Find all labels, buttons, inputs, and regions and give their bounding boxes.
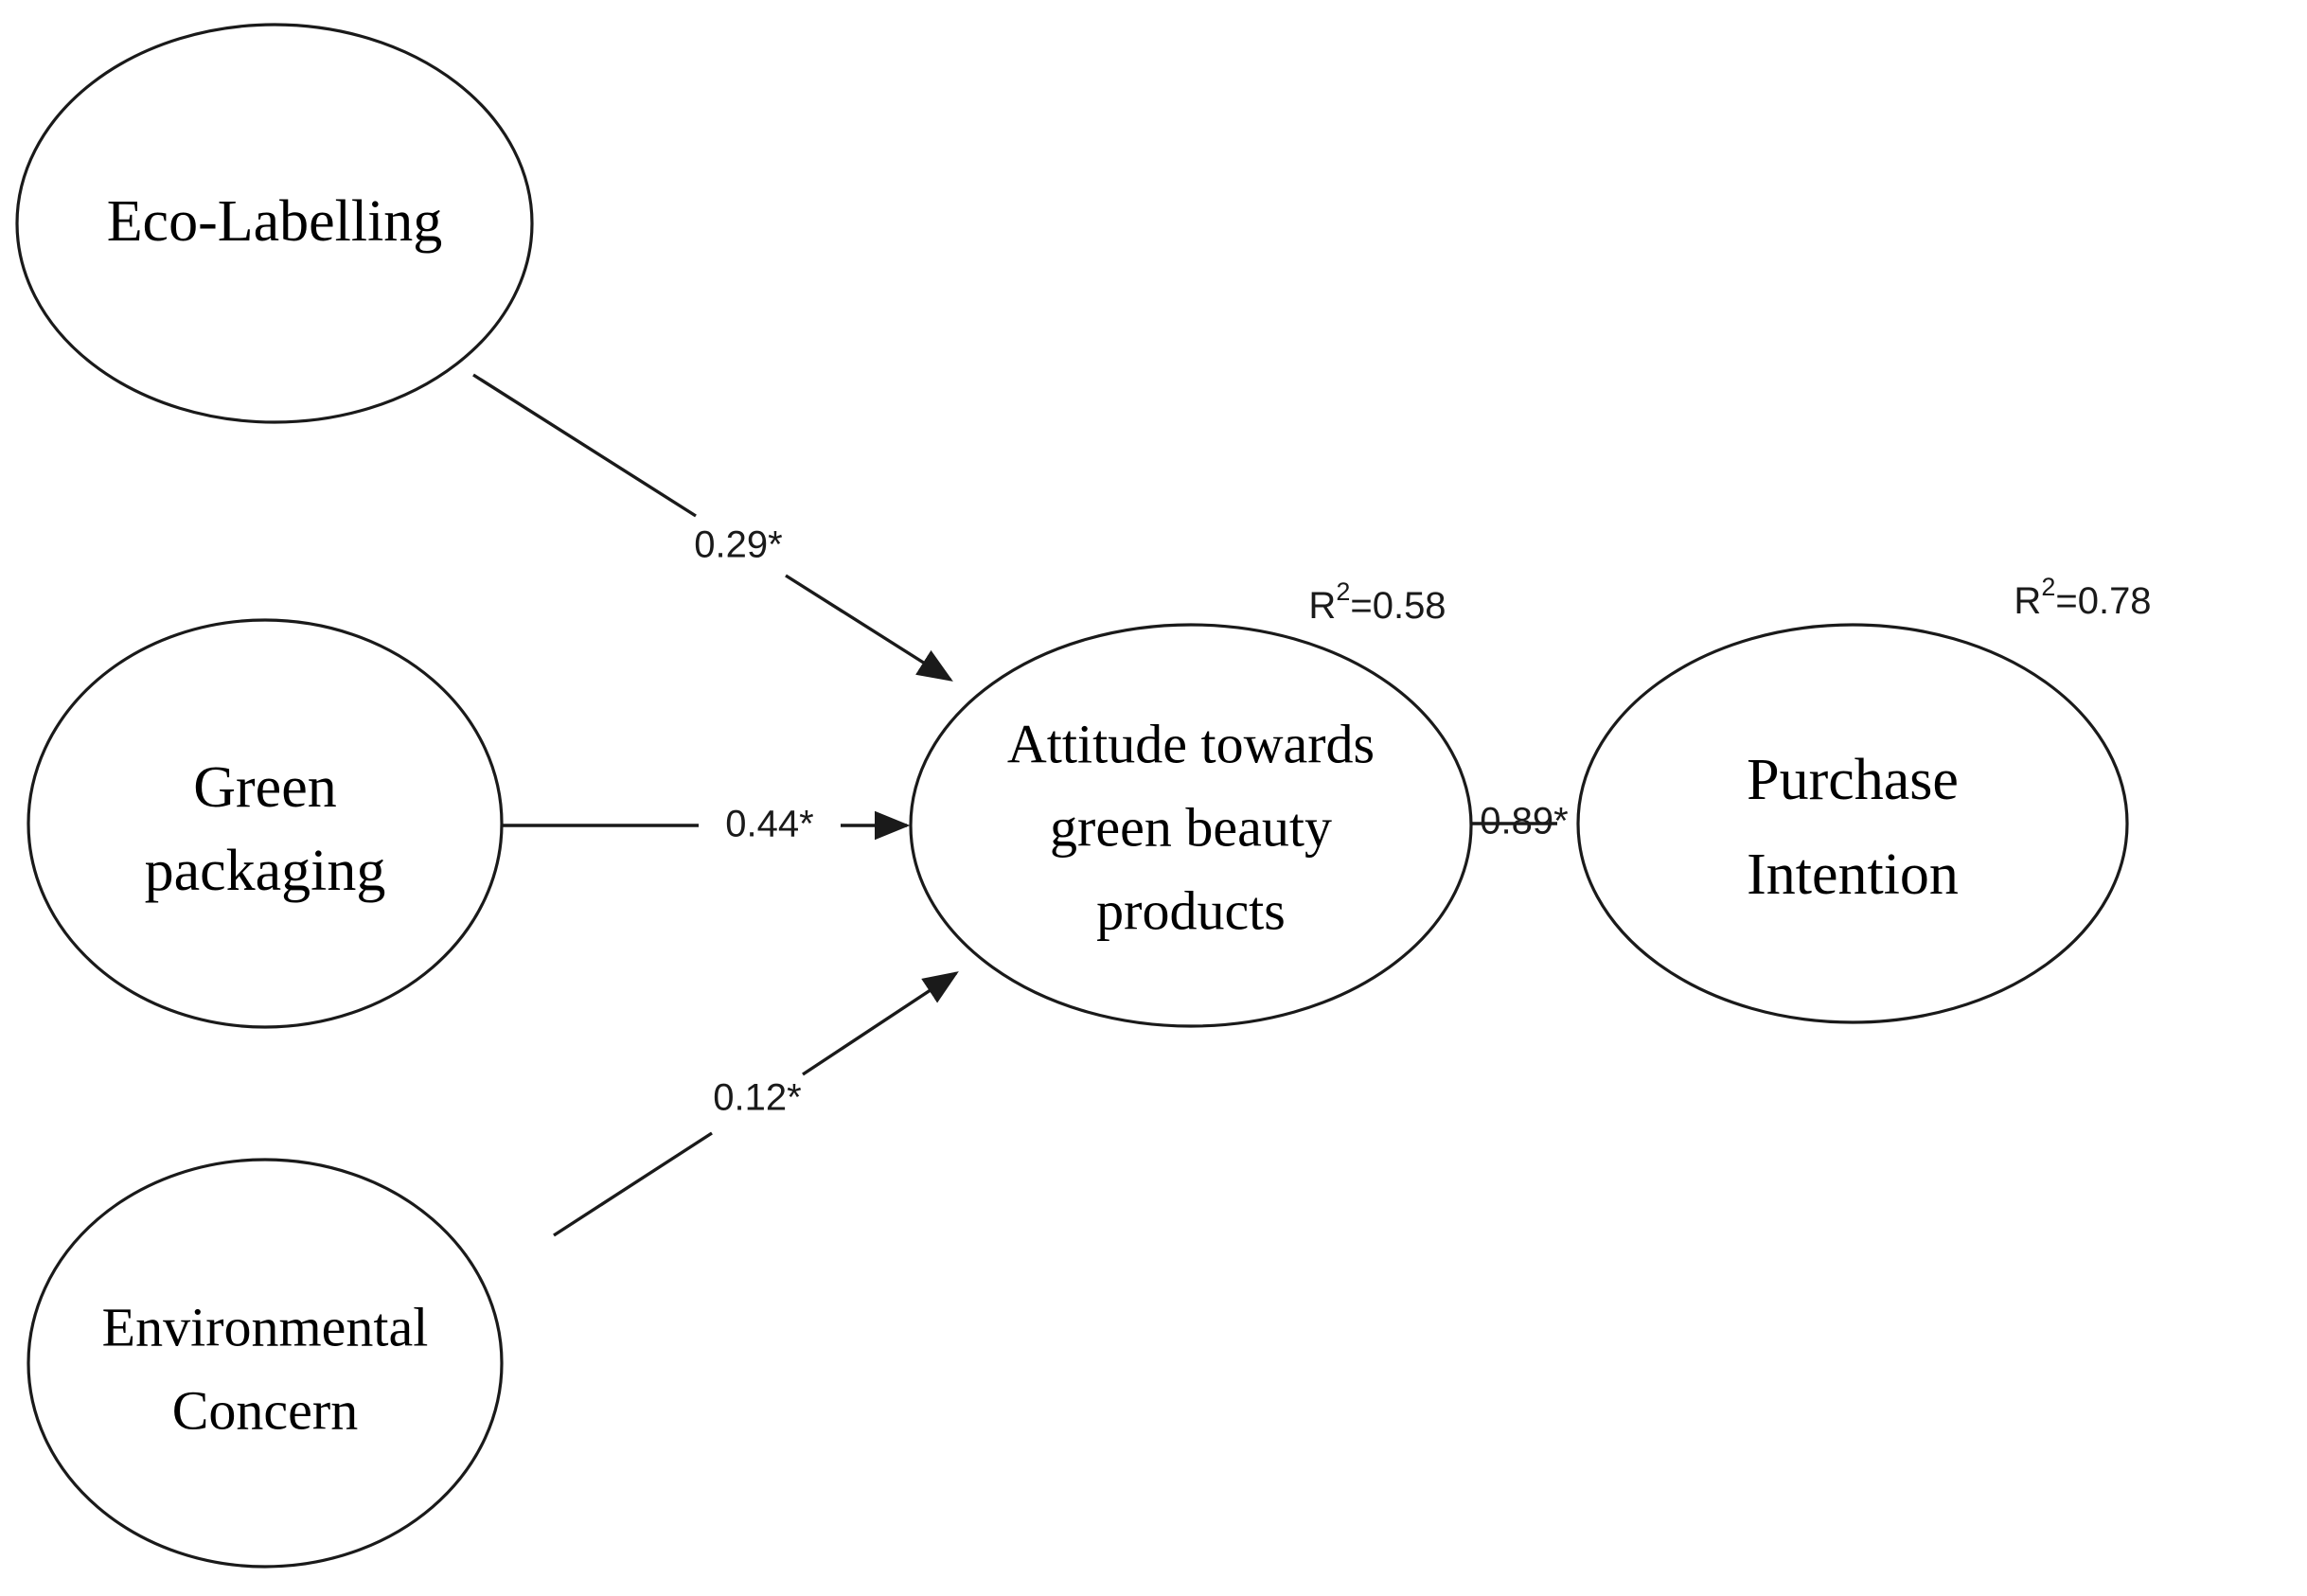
- edge-concern-segment-lower: [553, 1131, 713, 1237]
- edge-concern-segment-upper: [802, 971, 959, 1076]
- node-attitude-label-line3: products: [1096, 879, 1286, 941]
- r-squared-attitude-value: =0.58: [1350, 585, 1446, 627]
- node-green-packaging[interactable]: Green packaging: [27, 618, 504, 1029]
- r-squared-purchase-prefix: R: [2014, 580, 2041, 622]
- node-purchase-intention-shape[interactable]: [1576, 623, 2129, 1024]
- edge-label-attitude-to-purchase: 0.89*: [1480, 801, 1568, 842]
- node-attitude[interactable]: Attitude towards green beauty products: [909, 623, 1473, 1028]
- r-squared-purchase: R2=0.78: [2014, 573, 2151, 621]
- edge-label-concern-to-attitude: 0.12*: [713, 1077, 801, 1119]
- node-green-packaging-shape[interactable]: [27, 618, 504, 1029]
- node-eco-labelling-shape[interactable]: [15, 23, 534, 424]
- node-green-packaging-label-line2: packaging: [145, 839, 386, 903]
- node-purchase-intention-label-line2: Intention: [1747, 842, 1959, 907]
- edge-concern-to-attitude: 0.12*: [553, 971, 959, 1237]
- node-environmental-concern-label-line1: Environmental: [102, 1296, 429, 1357]
- edge-eco-segment-upper: [472, 373, 697, 518]
- node-environmental-concern-shape[interactable]: [27, 1158, 504, 1569]
- edge-label-eco-to-attitude: 0.29*: [694, 524, 782, 566]
- node-purchase-intention[interactable]: Purchase Intention: [1576, 623, 2129, 1024]
- r-squared-purchase-text: R2=0.78: [2014, 573, 2151, 621]
- node-eco-labelling-label: Eco-Labelling: [107, 189, 443, 254]
- edge-eco-to-attitude: 0.29*: [472, 373, 953, 682]
- node-environmental-concern[interactable]: Environmental Concern: [27, 1158, 504, 1569]
- r-squared-attitude: R2=0.58: [1308, 577, 1446, 626]
- node-purchase-intention-label-line1: Purchase: [1747, 748, 1959, 812]
- r-squared-attitude-text: R2=0.58: [1308, 577, 1446, 626]
- r-squared-purchase-exponent: 2: [2041, 573, 2055, 601]
- r-squared-attitude-prefix: R: [1308, 585, 1336, 627]
- r-squared-purchase-value: =0.78: [2055, 580, 2151, 622]
- edge-packaging-to-attitude: 0.44*: [503, 804, 911, 845]
- r-squared-attitude-exponent: 2: [1336, 577, 1350, 606]
- edge-label-packaging-to-attitude: 0.44*: [725, 804, 813, 845]
- node-green-packaging-label-line1: Green: [193, 755, 336, 820]
- node-eco-labelling[interactable]: Eco-Labelling: [15, 23, 534, 424]
- edge-eco-segment-lower: [785, 574, 953, 682]
- node-environmental-concern-label-line2: Concern: [172, 1379, 359, 1441]
- node-attitude-shape[interactable]: [909, 623, 1473, 1028]
- node-attitude-label-line2: green beauty: [1050, 796, 1332, 858]
- node-attitude-label-line1: Attitude towards: [1007, 713, 1375, 774]
